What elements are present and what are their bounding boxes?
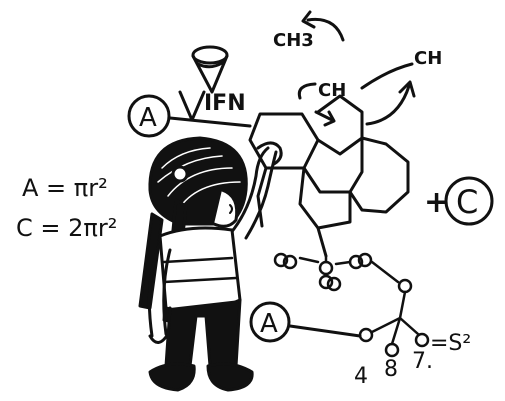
formula-area: A = πr² bbox=[22, 174, 108, 202]
ring-system bbox=[248, 94, 410, 258]
child-figure bbox=[138, 136, 283, 392]
ifn-label: IFN bbox=[204, 91, 246, 116]
cone-icon bbox=[191, 45, 229, 94]
svg-text:C: C bbox=[456, 183, 478, 221]
formula-circumference: C = 2πr² bbox=[16, 214, 117, 242]
circle-a-top: A bbox=[127, 94, 171, 138]
v-mark bbox=[178, 90, 206, 122]
arrow-head bbox=[323, 110, 336, 127]
curved-arrow-icon bbox=[301, 10, 345, 42]
bracket-c bbox=[297, 82, 317, 100]
ch3-label: CH3 bbox=[273, 30, 314, 51]
svg-text:A: A bbox=[139, 103, 157, 133]
circle-c: C bbox=[444, 176, 494, 226]
circle-a-bottom: A bbox=[249, 301, 291, 343]
bead-chain bbox=[273, 252, 430, 358]
eq-s2: =S² bbox=[430, 331, 471, 356]
connector-line-top bbox=[168, 116, 252, 128]
arrow-right-icon bbox=[365, 80, 416, 126]
connector-line-bottom bbox=[288, 324, 362, 338]
num-4: 4 bbox=[354, 364, 368, 389]
svg-text:A: A bbox=[260, 309, 278, 339]
num-7: 7. bbox=[412, 349, 433, 374]
bond-line bbox=[360, 62, 414, 90]
num-8: 8 bbox=[384, 357, 398, 382]
ch-right-label: CH bbox=[414, 48, 442, 69]
